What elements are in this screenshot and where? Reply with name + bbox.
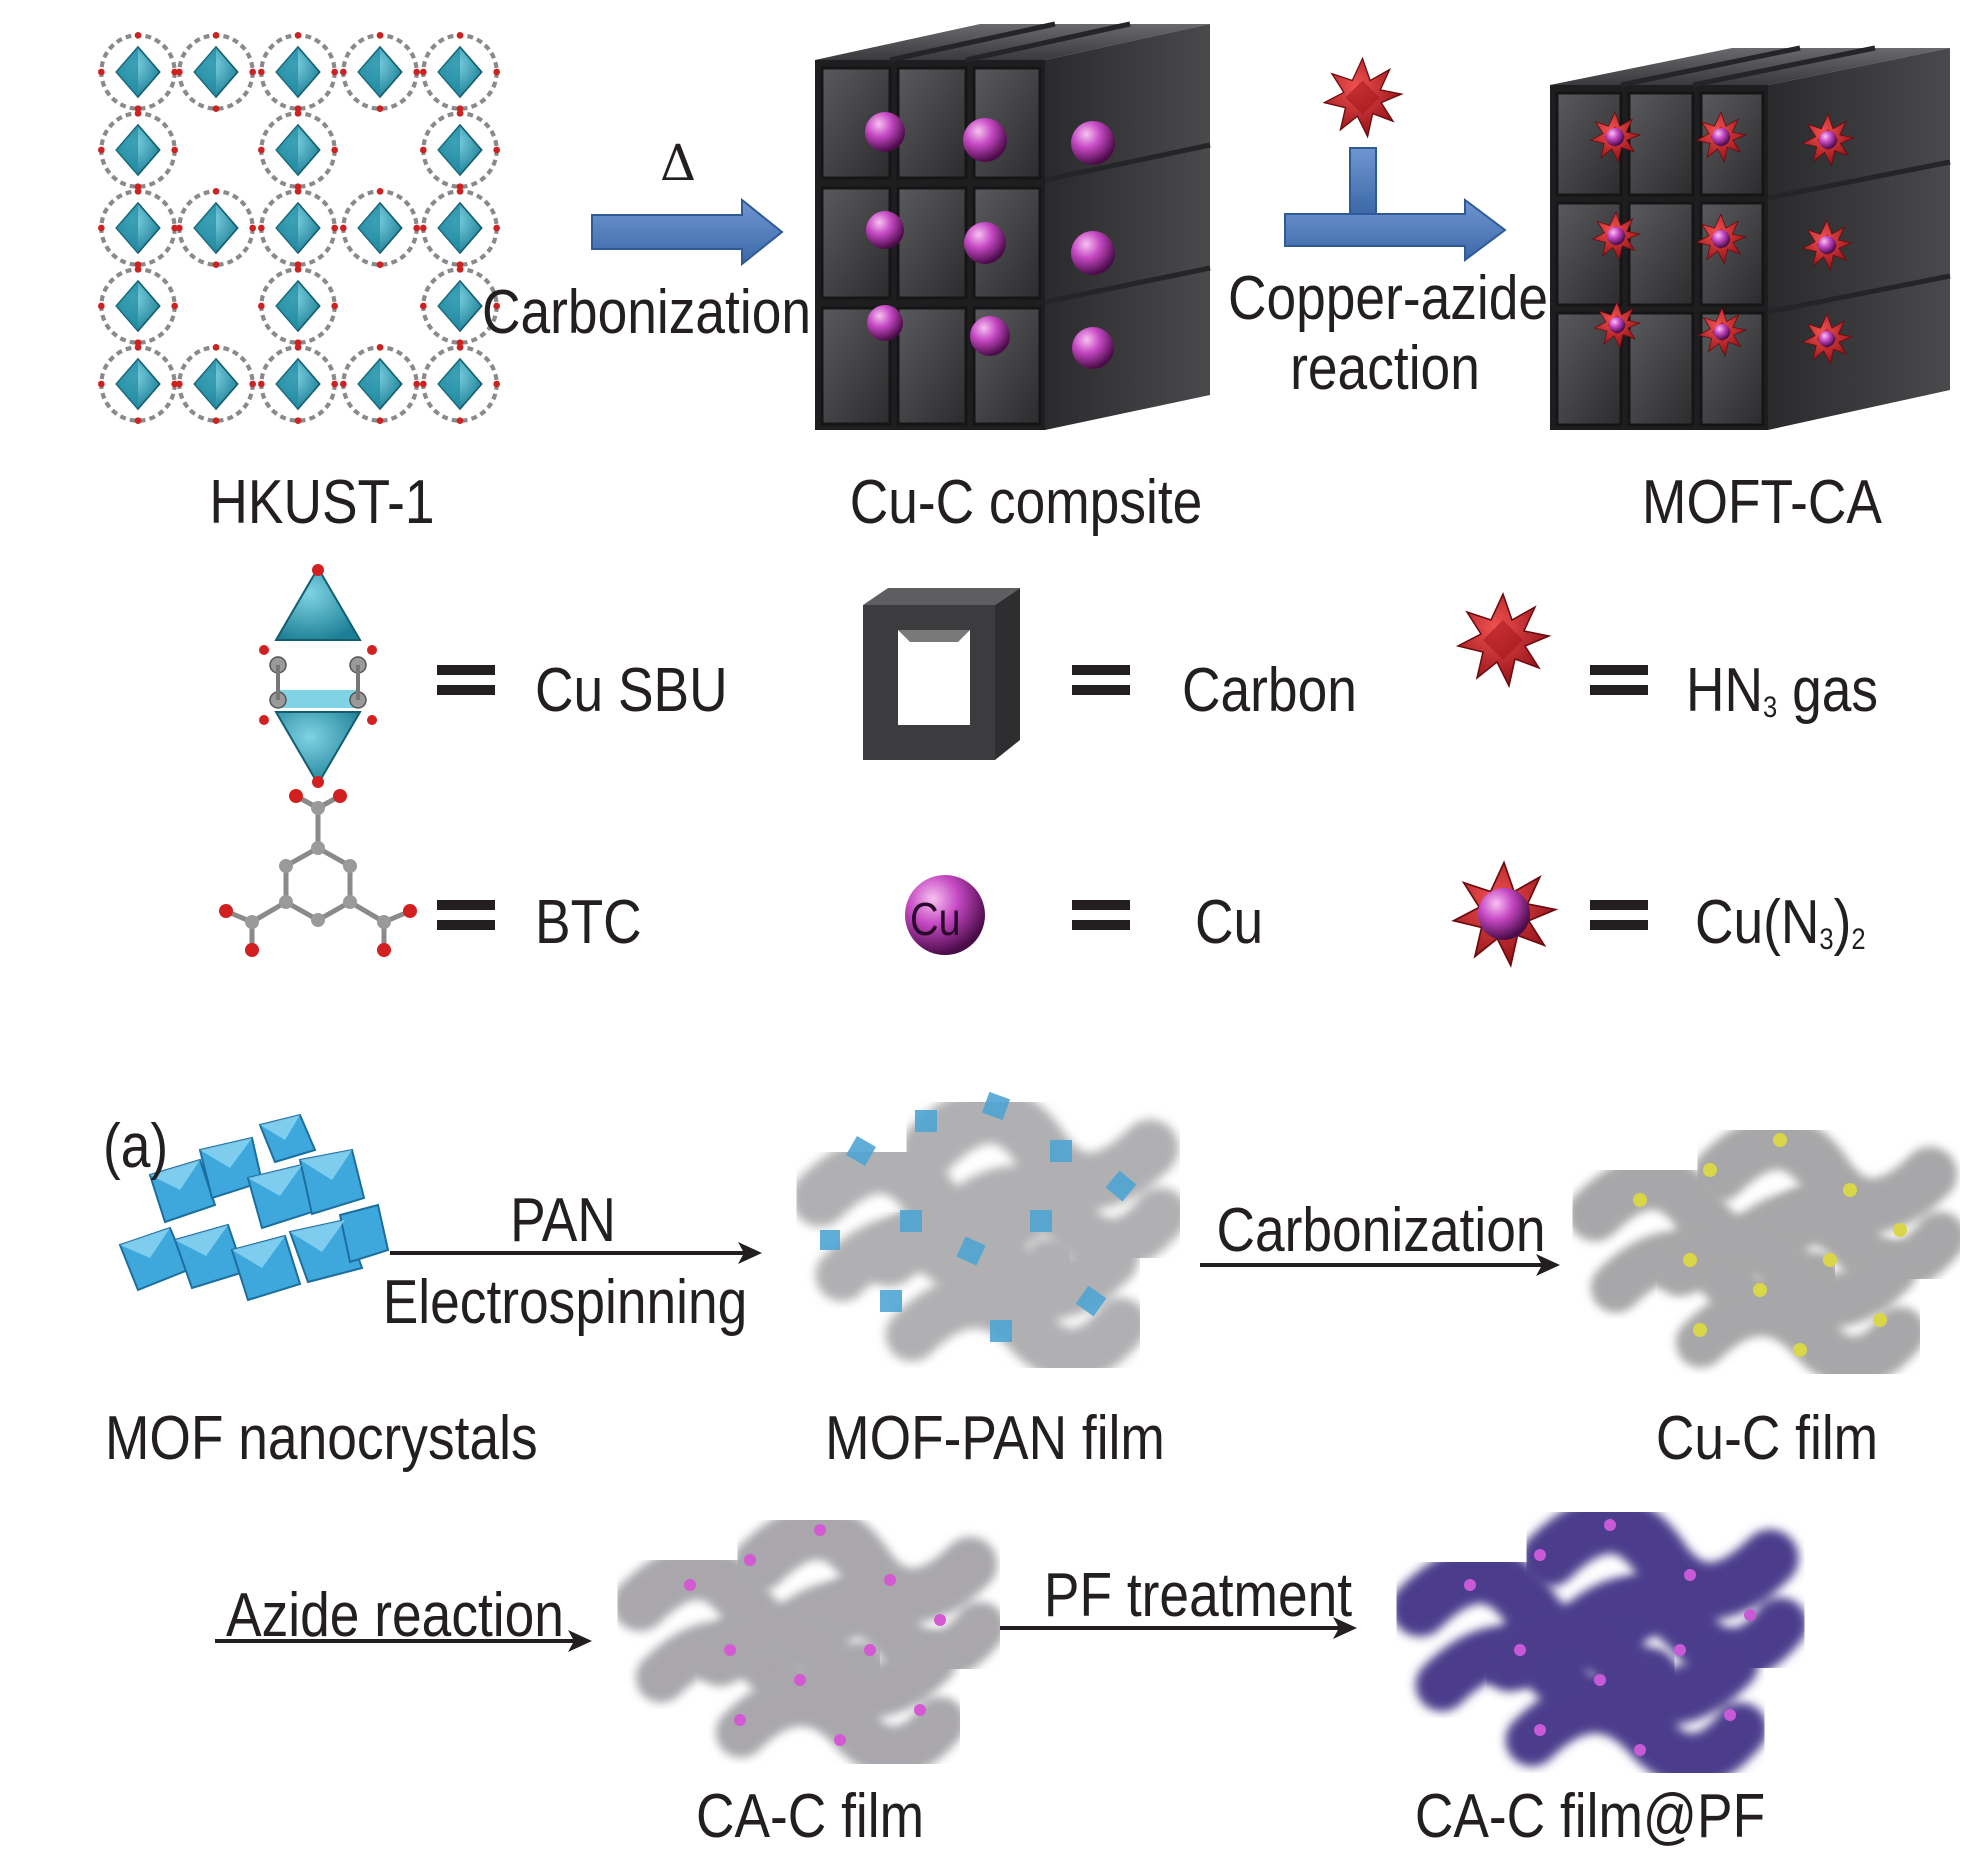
- pan-label: PAN: [510, 1186, 616, 1255]
- btc-atoms: [219, 789, 417, 957]
- carbon-icon: [863, 588, 1020, 760]
- panel-label-a: (a): [103, 1112, 169, 1181]
- azide-reaction-arrow: [215, 1630, 592, 1652]
- pf-treatment-label: PF treatment: [1043, 1561, 1353, 1630]
- carbonization-film-label: Carbonization: [1216, 1196, 1546, 1265]
- pan-electrospinning-arrow: [390, 1242, 762, 1264]
- mof-pan-film: [820, 1092, 1161, 1355]
- copper-azide-arrow: [1284, 57, 1507, 262]
- hkust-1-structure: [98, 32, 500, 424]
- reaction-label: reaction: [1290, 334, 1480, 403]
- cu-c-composite-cube: [815, 21, 1211, 430]
- moft-ca-label: MOFT-CA: [1642, 468, 1882, 537]
- pf-treatment-arrow: [1000, 1617, 1357, 1639]
- cu-ball-icon: [905, 875, 985, 955]
- copper-azide-label: Copper-azide: [1227, 264, 1549, 333]
- ca-c-film-label: CA-C film: [695, 1782, 925, 1851]
- ca-c-film: [640, 1524, 981, 1751]
- delta-symbol: Δ: [660, 134, 697, 192]
- equals-signs: [437, 665, 1648, 930]
- hn3-gas-icon: [1457, 593, 1550, 687]
- carbonization-label: Carbonization: [482, 278, 812, 347]
- cu-c-film-label: Cu-C film: [1655, 1404, 1879, 1473]
- ca-c-film-pf-label: CA-C film@PF: [1414, 1782, 1766, 1851]
- btc-label: BTC: [535, 888, 642, 957]
- cu-sbu-icon: [259, 564, 377, 788]
- mof-nanocrystals-label: MOF nanocrystals: [105, 1404, 538, 1473]
- cu-sbu-label: Cu SBU: [535, 656, 728, 725]
- electrospinning-label: Electrospinning: [382, 1268, 748, 1337]
- cu-n3-2-label: Cu(N3)2: [1695, 888, 1866, 957]
- hn3-gas-label: HN3 gas: [1686, 656, 1879, 725]
- ca-c-film-pf: [1420, 1519, 1781, 1760]
- hn3-gas-star-icon: [1323, 57, 1403, 138]
- hkust-1-label: HKUST-1: [209, 468, 435, 537]
- azide-reaction-label: Azide reaction: [226, 1581, 564, 1650]
- cu-n3-2-icon: [1452, 861, 1557, 967]
- cu-label: Cu: [1195, 888, 1264, 957]
- carbonization-arrow: [591, 197, 784, 267]
- carbon-label: Carbon: [1182, 656, 1357, 725]
- mof-pan-film-label: MOF-PAN film: [825, 1404, 1165, 1473]
- moft-ca-cube: [1550, 45, 1951, 430]
- cu-c-film: [1595, 1133, 1941, 1361]
- cu-ball-text: Cu: [910, 893, 961, 945]
- mof-nanocrystals-cluster: [118, 1113, 390, 1302]
- cu-c-composite-label: Cu-C compsite: [849, 468, 1203, 537]
- carbonization-film-arrow: [1200, 1254, 1560, 1276]
